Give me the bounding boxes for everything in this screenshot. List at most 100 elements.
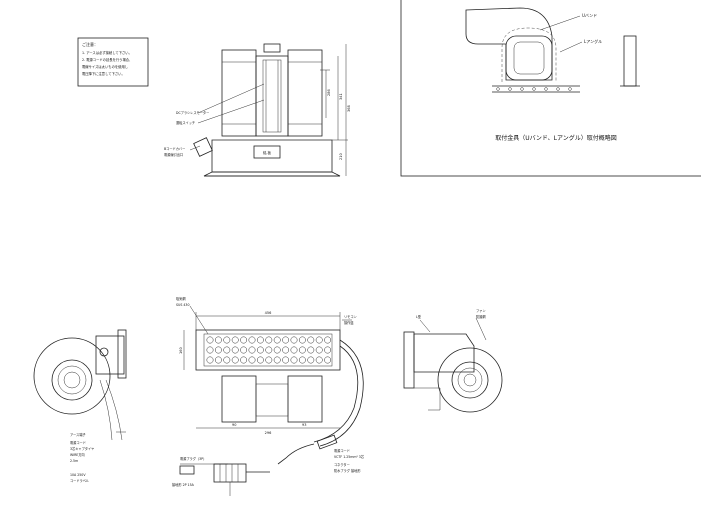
grille-hole (298, 336, 306, 344)
grille-hole (248, 346, 256, 354)
label-l-angle: Lアングル (584, 38, 602, 44)
grille-hole (248, 356, 256, 364)
notes-box: ご注意： 1. アースは必ず接続して下さい。 2. 電源コードの延長を行う場合、… (77, 37, 149, 87)
grille-hole (290, 346, 298, 354)
dim-width: 160 (179, 347, 183, 354)
label-grille: 吸気網 (176, 296, 186, 301)
dim-inner: 286 (327, 89, 331, 96)
grille-hole (231, 346, 239, 354)
grille-hole (206, 336, 214, 344)
dim-left: 90 (232, 423, 236, 427)
dim-body: 210 (339, 153, 343, 160)
grille-hole (223, 336, 231, 344)
dim-height2: 341 (339, 93, 343, 100)
label-length: 2.5m (70, 459, 78, 463)
grille-hole (206, 356, 214, 364)
notes-line-4: 電圧降下に注意して下さい。 (82, 71, 125, 76)
l-angle-bracket (403, 331, 415, 389)
label-wire-direction: WIRE方向 (70, 452, 85, 457)
label-cord-label: コードラベル (70, 478, 90, 483)
grille-hole (256, 336, 264, 344)
label-cable-entry2: 電源線引出口 (164, 152, 183, 157)
right-side-view: L型 ファン 防護網 (403, 308, 503, 413)
grille-hole (248, 336, 256, 344)
front-view: 銘 板 286 341 368 210 DCブラシレスモーター 運転スイッチ B… (164, 43, 351, 177)
right-motor-housing (287, 49, 323, 137)
dim-right: 93 (302, 423, 306, 427)
grille-hole (240, 336, 248, 344)
label-cabtire: 3芯キャブタイヤ (70, 446, 94, 451)
notes-line-2: 2. 電源コードの延長を行う場合、 (82, 57, 132, 62)
grille-hole (265, 346, 273, 354)
grille-hole (315, 336, 323, 344)
grille-hole (307, 346, 315, 354)
intake-grille-panel (195, 329, 341, 371)
grille-hole (256, 356, 264, 364)
grille-hole (324, 356, 332, 364)
bracket-caption: 取付金具（Uバンド、Lアングル）取付概略図 (495, 134, 617, 142)
label-fan: ファン (476, 308, 486, 313)
label-motor: DCブラシレスモーター (176, 110, 209, 115)
label-u-band: Uバンド (582, 13, 597, 18)
left-motor-housing (221, 49, 257, 137)
grille-hole (315, 346, 323, 354)
label-control: リモコン (344, 315, 357, 319)
l-angle (623, 35, 637, 87)
grille-hole (273, 346, 281, 354)
dim-height: 368 (347, 105, 351, 112)
label-panel: 運転スイッチ (176, 120, 195, 125)
grille-hole (214, 356, 222, 364)
notes-line-3: 電線サイズは太いものを使用し (82, 64, 128, 69)
label-ground-terminal: アース端子 (70, 432, 86, 437)
plug-connector (179, 465, 195, 475)
label-angle: L型 (416, 314, 422, 319)
label-plug-type: 接地形 2P 15A (172, 482, 195, 487)
dim-center: 296 (265, 431, 272, 435)
label-guard: 防護網 (476, 314, 486, 319)
grille-hole (324, 346, 332, 354)
cable-gland (193, 137, 213, 157)
grille-holes (206, 336, 332, 364)
grille-hole (240, 346, 248, 354)
grille-hole (223, 346, 231, 354)
grille-hole (290, 336, 298, 344)
grille-hole (231, 356, 239, 364)
grille-hole (282, 346, 290, 354)
label-cord: 電源コード (334, 448, 350, 453)
grille-hole (290, 356, 298, 364)
grille-hole (315, 356, 323, 364)
label-control2: 操作盤 (344, 320, 354, 325)
grille-hole (265, 356, 273, 364)
u-band (501, 27, 557, 82)
bracket-detail-box: Uバンド Lアングル 取付金具（Uバンド、Lアングル）取付概略図 (400, 0, 701, 177)
left-side-view: アース端子 電源コード 3芯キャブタイヤ WIRE方向 2.5m 10A 250… (33, 329, 127, 483)
grille-hole (223, 356, 231, 364)
notes-line-1: 1. アースは必ず接続して下さい。 (82, 50, 132, 55)
label-connector: 電源プラグ（3P） (180, 456, 206, 461)
dim-overall: 456 (265, 311, 272, 315)
grille-hole (206, 346, 214, 354)
nameplate (253, 145, 281, 159)
grille-hole (256, 346, 264, 354)
base-housing (211, 139, 333, 173)
grille-hole (298, 346, 306, 354)
label-grille-spec: SUS 430 (176, 303, 189, 307)
nameplate-label: 銘 板 (263, 150, 272, 155)
right-blower-casing (437, 347, 503, 413)
grille-hole (231, 336, 239, 344)
grille-hole (214, 346, 222, 354)
grille-hole (324, 336, 332, 344)
grille-hole (282, 356, 290, 364)
grille-hole (273, 356, 281, 364)
label-cable-entry: Bコードカバー (164, 146, 185, 151)
label-outlet: コネクター (334, 462, 350, 467)
left-blower-casing (33, 337, 111, 415)
top-view: 456 160 90 296 93 吸気網 SUS 430 リモコン 操作盤 電… (172, 296, 365, 496)
grille-hole (265, 336, 273, 344)
grille-hole (240, 356, 248, 364)
grille-hole (307, 356, 315, 364)
blower-outline (465, 7, 553, 81)
label-rating: 10A 250V (70, 473, 86, 477)
label-cord-spec: VCTF 1.25mm² 3芯 (334, 454, 365, 459)
grille-hole (214, 336, 222, 344)
